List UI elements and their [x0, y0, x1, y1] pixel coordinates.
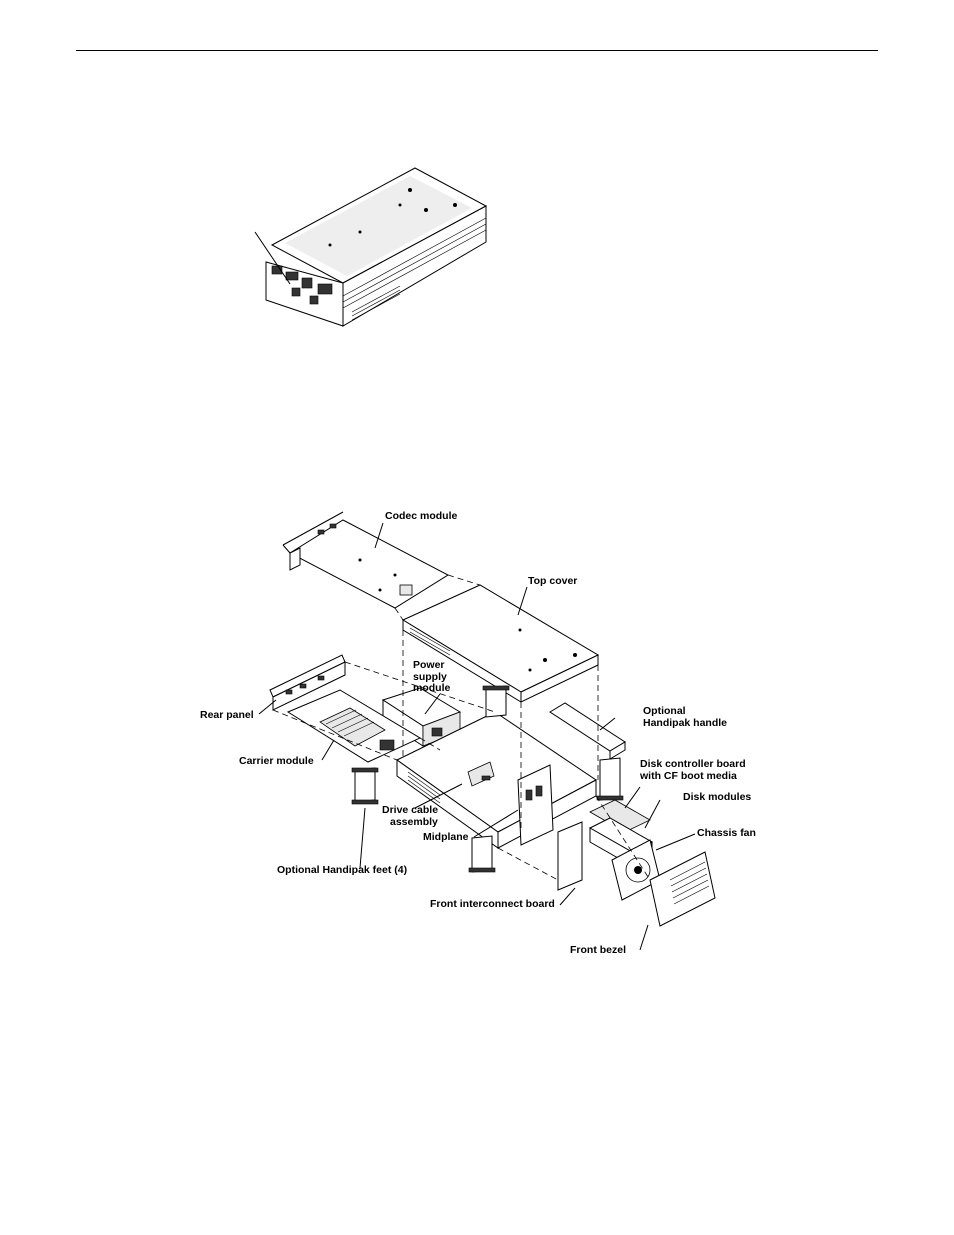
label-optional-handipak-handle: Optional Handipak handle [643, 705, 728, 729]
label-chassis-fan: Chassis fan [697, 827, 756, 839]
label-rear-panel: Rear panel [200, 709, 254, 721]
label-disk-controller: Disk controller board with CF boot media [640, 758, 746, 782]
label-front-bezel: Front bezel [570, 944, 627, 956]
top-cover-part [401, 584, 600, 703]
leader-lines [258, 522, 696, 951]
front-interconnect-part [557, 821, 583, 891]
label-codec-module: Codec module [385, 510, 458, 522]
midplane-part [517, 764, 554, 846]
assembly-guide-lines [272, 574, 651, 881]
handipak-foot-2 [482, 685, 510, 718]
handipak-foot-4 [468, 835, 496, 873]
drive-cable-part [467, 761, 495, 787]
handipak-handle-part [549, 702, 626, 760]
label-drive-cable: Drive cable assembly [382, 804, 439, 828]
label-handipak-feet: Optional Handipak feet (4) [277, 864, 408, 876]
codec-module-part [282, 511, 450, 609]
label-carrier-module: Carrier module [239, 755, 314, 767]
label-top-cover: Top cover [528, 575, 578, 587]
header-rule [76, 50, 878, 51]
label-power-supply: Power supply module [413, 659, 451, 694]
front-bezel-part [649, 851, 716, 927]
carrier-module-part [286, 689, 422, 763]
assembled-chassis [254, 167, 488, 327]
handipak-foot-1 [351, 767, 379, 805]
chassis-fan-part [611, 839, 661, 901]
handipak-foot-3 [596, 757, 624, 801]
label-front-interconnect: Front interconnect board [430, 898, 555, 910]
label-disk-modules: Disk modules [683, 791, 752, 803]
label-midplane: Midplane [423, 831, 469, 843]
